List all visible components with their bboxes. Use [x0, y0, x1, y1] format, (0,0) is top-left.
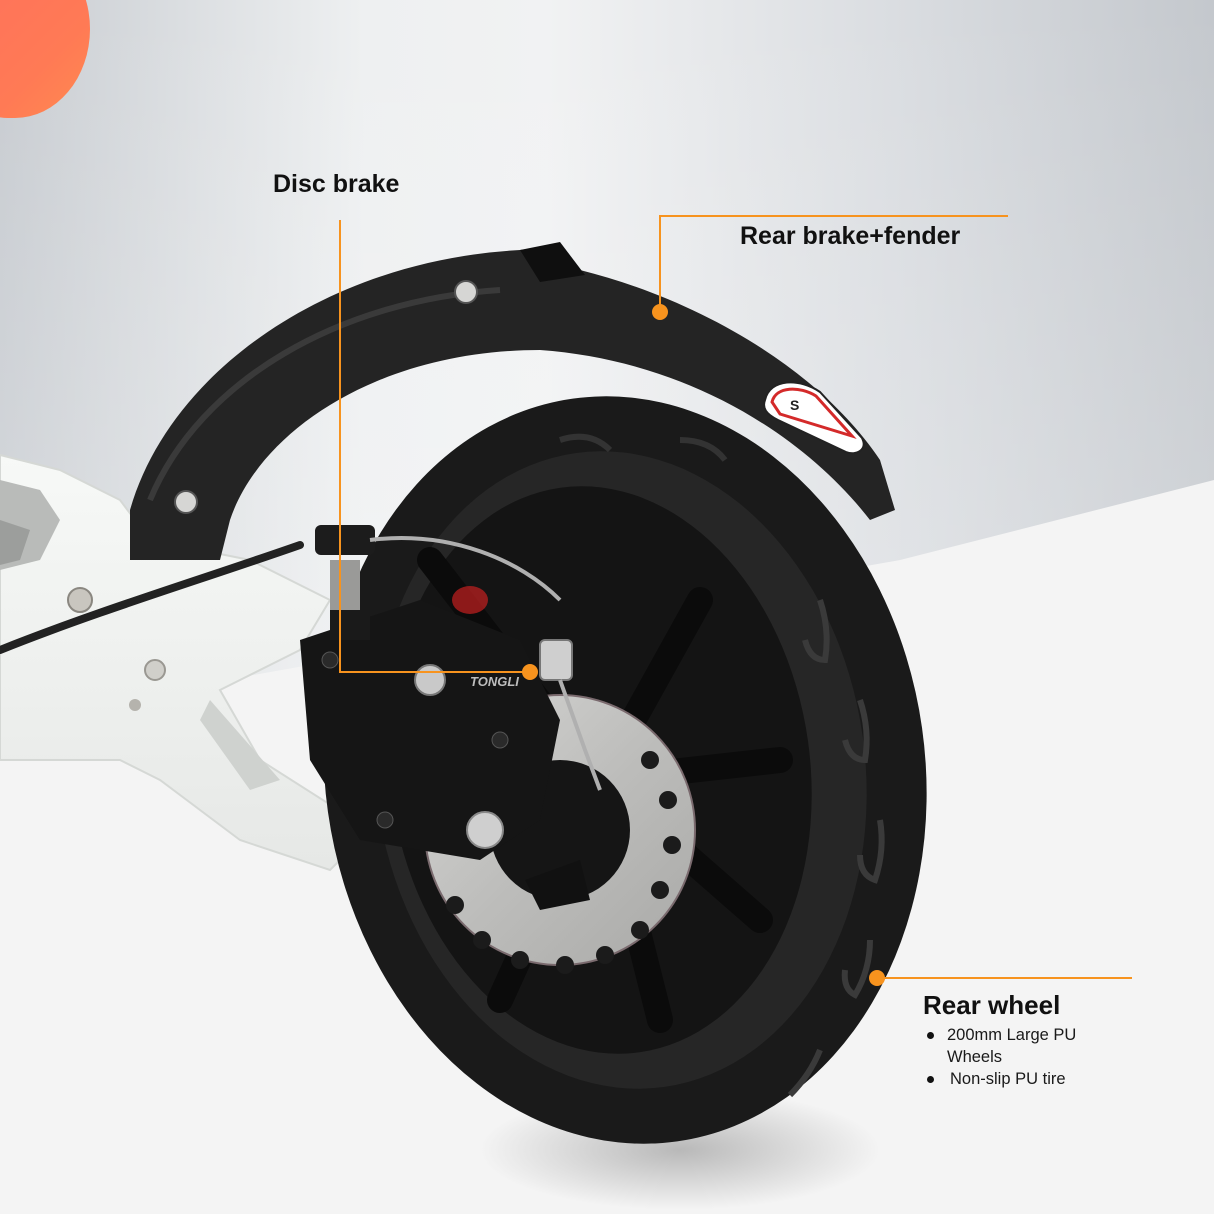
svg-text:S: S — [790, 397, 799, 413]
rear-wheel-label: Rear wheel — [923, 990, 1061, 1020]
disc-brake-marker — [522, 664, 538, 680]
brake-caliper-bracket: TONGLI — [300, 600, 560, 860]
rear-wheel-feature-list: 200mm Large PU Wheels Non-slip PU tire — [925, 1024, 1097, 1090]
feature-item: 200mm Large PU Wheels — [925, 1024, 1097, 1068]
disc-brake-label: Disc brake — [273, 170, 400, 198]
caliper-brand-text: TONGLI — [470, 674, 519, 689]
fender-screw — [454, 280, 478, 304]
brake-cable — [0, 541, 304, 654]
frame-screw — [67, 587, 93, 613]
feature-item: Non-slip PU tire — [925, 1068, 1097, 1090]
caliper-arm — [315, 525, 602, 791]
frame-screw — [144, 659, 166, 681]
fender-screw — [174, 490, 198, 514]
fender-logo-badge: S — [763, 381, 865, 455]
fender-leader — [659, 215, 1008, 312]
wheel-marker — [869, 970, 885, 986]
rear-fender: S — [130, 242, 895, 560]
rear-brake-fender-label: Rear brake+fender — [740, 222, 961, 250]
scooter-frame — [0, 453, 372, 872]
frame-screw — [129, 699, 141, 711]
callout-lines — [339, 215, 1132, 979]
fender-marker — [652, 304, 668, 320]
disc-brake-leader — [339, 220, 530, 673]
